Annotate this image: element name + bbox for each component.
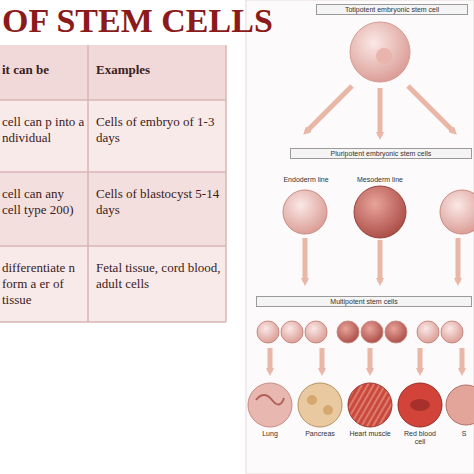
multipotent-cells bbox=[257, 321, 463, 343]
title: OF STEM CELLS bbox=[2, 2, 273, 40]
stage-band: Multipotent stem cells bbox=[256, 296, 472, 307]
tissue-label: Pancreas bbox=[298, 430, 342, 438]
tissue-label: S bbox=[458, 430, 470, 438]
column-header: Examples bbox=[96, 62, 222, 78]
table-cell: cell can p into a ndividual bbox=[2, 114, 86, 146]
tissue-label: Heart muscle bbox=[348, 430, 392, 438]
nucleus bbox=[376, 48, 392, 64]
table-cell: Fetal tissue, cord blood, adult cells bbox=[96, 260, 222, 292]
lineage-label: Mesoderm line bbox=[350, 176, 410, 184]
table-cell: Cells of embryo of 1-3 days bbox=[96, 114, 222, 146]
stage-band: Pluripotent embryonic stem cells bbox=[290, 148, 472, 159]
table-cell: Cells of blastocyst 5-14 days bbox=[96, 186, 222, 218]
band-label: Multipotent stem cells bbox=[261, 298, 467, 305]
skin-picture bbox=[446, 385, 474, 425]
tissue-label: Red blood cell bbox=[398, 430, 442, 446]
ectoderm-cell bbox=[440, 190, 474, 234]
endoderm-cell bbox=[283, 190, 327, 234]
red-blood-cell-picture bbox=[398, 383, 442, 427]
arrows bbox=[270, 86, 462, 372]
figure-panel bbox=[246, 0, 474, 474]
heart-muscle-picture bbox=[348, 383, 392, 427]
lineage-label: Endoderm line bbox=[276, 176, 336, 184]
column-header: it can be bbox=[2, 62, 86, 78]
table-cell: differentiate n form a er of tissue bbox=[2, 260, 86, 308]
band-label: Pluripotent embryonic stem cells bbox=[295, 150, 467, 157]
totipotent-cell bbox=[350, 22, 410, 82]
lung-picture bbox=[248, 383, 292, 427]
table-grid bbox=[0, 45, 226, 322]
table-cell: cell can any cell type 200) bbox=[2, 186, 86, 218]
mesoderm-cell bbox=[354, 186, 406, 238]
stage-band: Totipotent embryonic stem cell bbox=[316, 4, 468, 15]
band-label: Totipotent embryonic stem cell bbox=[321, 6, 463, 13]
pancreas-picture bbox=[298, 383, 342, 427]
tissue-label: Lung bbox=[250, 430, 290, 438]
